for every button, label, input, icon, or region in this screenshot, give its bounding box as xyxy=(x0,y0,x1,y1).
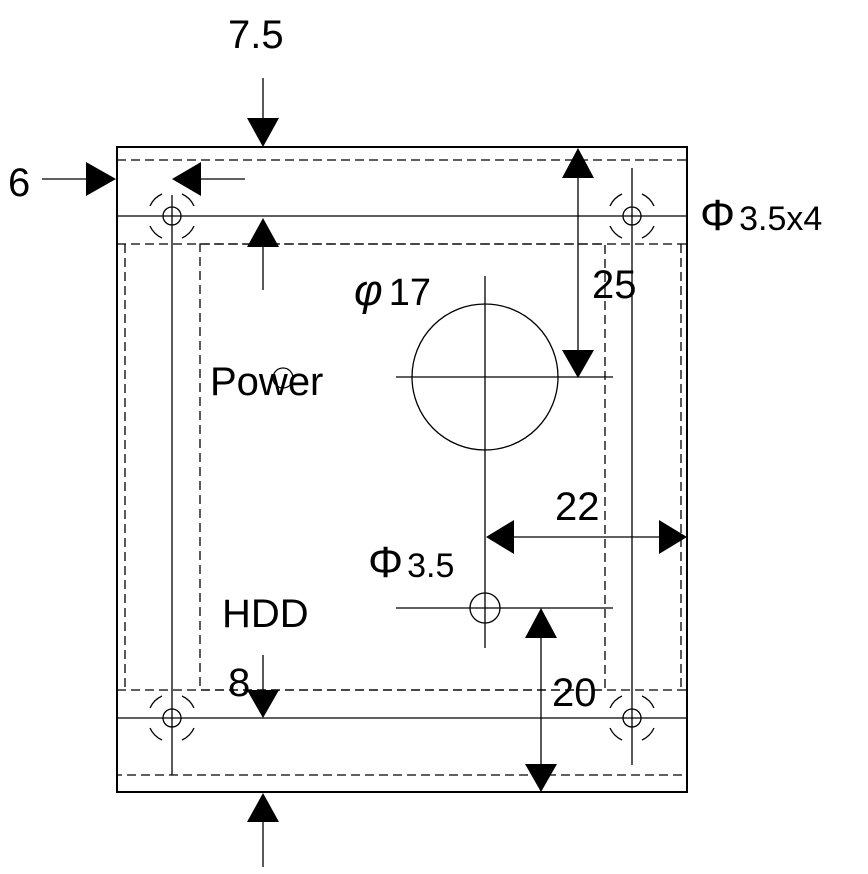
dim-25-arrow-up xyxy=(562,148,594,178)
label-power: Power xyxy=(210,360,323,404)
corner-hole-bottom-right xyxy=(609,695,655,741)
small-hole-value: 3.5 xyxy=(407,547,454,585)
inner-dashed-frame xyxy=(116,159,688,776)
dim-25-arrow-down xyxy=(562,350,594,378)
dim-top-arrow-up xyxy=(247,218,279,247)
corner-hole-top-right xyxy=(609,193,655,239)
power-reference-circle xyxy=(272,367,294,389)
dim-8-arrow-up xyxy=(247,793,279,822)
dim-20-arrow-down xyxy=(525,764,557,792)
corner-hole-bottom-left xyxy=(149,695,195,741)
corner-holes-value: 3.5x4 xyxy=(739,200,822,238)
dim-top-arrow-down xyxy=(247,118,279,147)
small-hole-symbol: Φ xyxy=(368,538,403,587)
dim-left-arrow-right xyxy=(86,162,116,196)
dim-20-arrow-up xyxy=(525,608,557,638)
label-small-hole-x: 22 xyxy=(555,485,600,529)
label-big-hole-offset: 25 xyxy=(592,263,637,307)
big-hole-value: 17 xyxy=(389,272,431,314)
label-top-margin: 7.5 xyxy=(228,13,284,57)
board-dashed-outline xyxy=(199,243,606,691)
label-small-hole-y: 20 xyxy=(552,671,597,715)
label-hdd: HDD xyxy=(222,592,309,636)
label-left-margin: 6 xyxy=(8,161,30,205)
dim-22-arrow-right xyxy=(659,520,687,554)
dim-8-arrow-down xyxy=(247,690,279,718)
corner-hole-top-left xyxy=(149,193,195,239)
big-hole-symbol: φ xyxy=(354,266,383,315)
corner-holes-symbol: Φ xyxy=(700,191,735,240)
dim-22-arrow-left xyxy=(486,520,514,554)
dim-left-arrow-left xyxy=(172,162,201,196)
label-bottom-margin: 8 xyxy=(228,661,250,705)
